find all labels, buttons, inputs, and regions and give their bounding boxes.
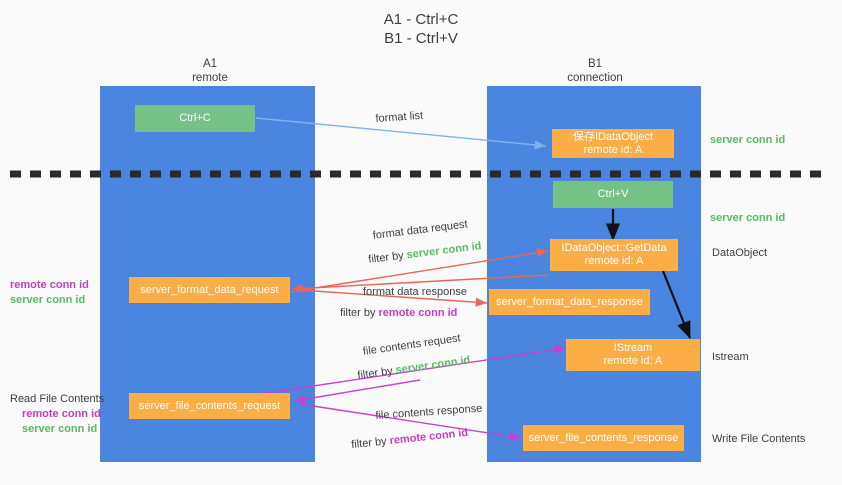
page-title: A1 - Ctrl+C B1 - Ctrl+V: [383, 11, 459, 47]
filter-by-text-2: filter by: [340, 307, 376, 319]
node-server-file-contents-request[interactable]: server_file_contents_request: [129, 393, 290, 419]
node-server-format-data-request[interactable]: server_format_data_request: [129, 277, 290, 303]
left-server-conn-id-1: server conn id: [10, 294, 86, 306]
edge-filter-format-data-response: filter by remote conn id: [340, 306, 457, 320]
filter-remote-conn-id-1: remote conn id: [378, 307, 458, 319]
node-getdata[interactable]: IDataObject::GetData remote id: A: [550, 239, 678, 271]
edge-label-format-list: format list: [375, 109, 424, 125]
annotation-server-conn-id-mid: server conn id: [710, 212, 786, 224]
left-remote-conn-id-2: remote conn id: [22, 408, 101, 420]
left-remote-conn-id-1: remote conn id: [10, 279, 89, 291]
edge-filter-format-data-request: filter by server conn id: [368, 239, 483, 267]
annotation-read-file-contents: Read File Contents remote conn id server…: [10, 392, 104, 437]
edge-label-file-contents-response: file contents response: [375, 402, 483, 422]
filter-by-text-3: filter by: [356, 365, 394, 382]
node-ctrl-v[interactable]: Ctrl+V: [553, 181, 673, 208]
filter-server-conn-id-2: server conn id: [394, 354, 472, 377]
annotation-istream: Istream: [712, 351, 749, 363]
node-server-file-contents-response[interactable]: server_file_contents_response: [523, 425, 684, 451]
annotation-write-file-contents: Write File Contents: [712, 433, 806, 445]
node-istream[interactable]: IStream remote id: A: [566, 339, 700, 371]
edge-filter-file-contents-response: filter by remote conn id: [351, 426, 469, 452]
annotation-dataobject: DataObject: [712, 247, 768, 259]
left-read-file-contents: Read File Contents: [10, 393, 105, 405]
edge-label-format-data-response: format data response: [363, 286, 467, 298]
annotation-left-conn-ids-1: remote conn id server conn id: [10, 278, 89, 308]
column-header-a1: A1 remote: [192, 58, 228, 84]
filter-by-text-1: filter by: [367, 249, 405, 266]
node-server-format-data-response[interactable]: server_format_data_response: [489, 289, 650, 315]
filter-server-conn-id-1: server conn id: [405, 240, 483, 262]
filter-by-text-4: filter by: [350, 435, 388, 452]
node-save-idataobject[interactable]: 保存IDataObject remote id: A: [552, 129, 674, 158]
column-header-b1: B1 connection: [567, 58, 623, 84]
edge-filter-file-contents-request: filter by server conn id: [357, 353, 472, 383]
filter-remote-conn-id-2: remote conn id: [389, 426, 469, 448]
annotation-server-conn-id-top: server conn id: [710, 134, 786, 146]
edge-label-file-contents-request: file contents request: [362, 332, 462, 358]
left-server-conn-id-2: server conn id: [22, 423, 98, 435]
node-ctrl-c[interactable]: Ctrl+C: [135, 105, 255, 132]
edge-label-format-data-request: format data request: [372, 218, 469, 242]
